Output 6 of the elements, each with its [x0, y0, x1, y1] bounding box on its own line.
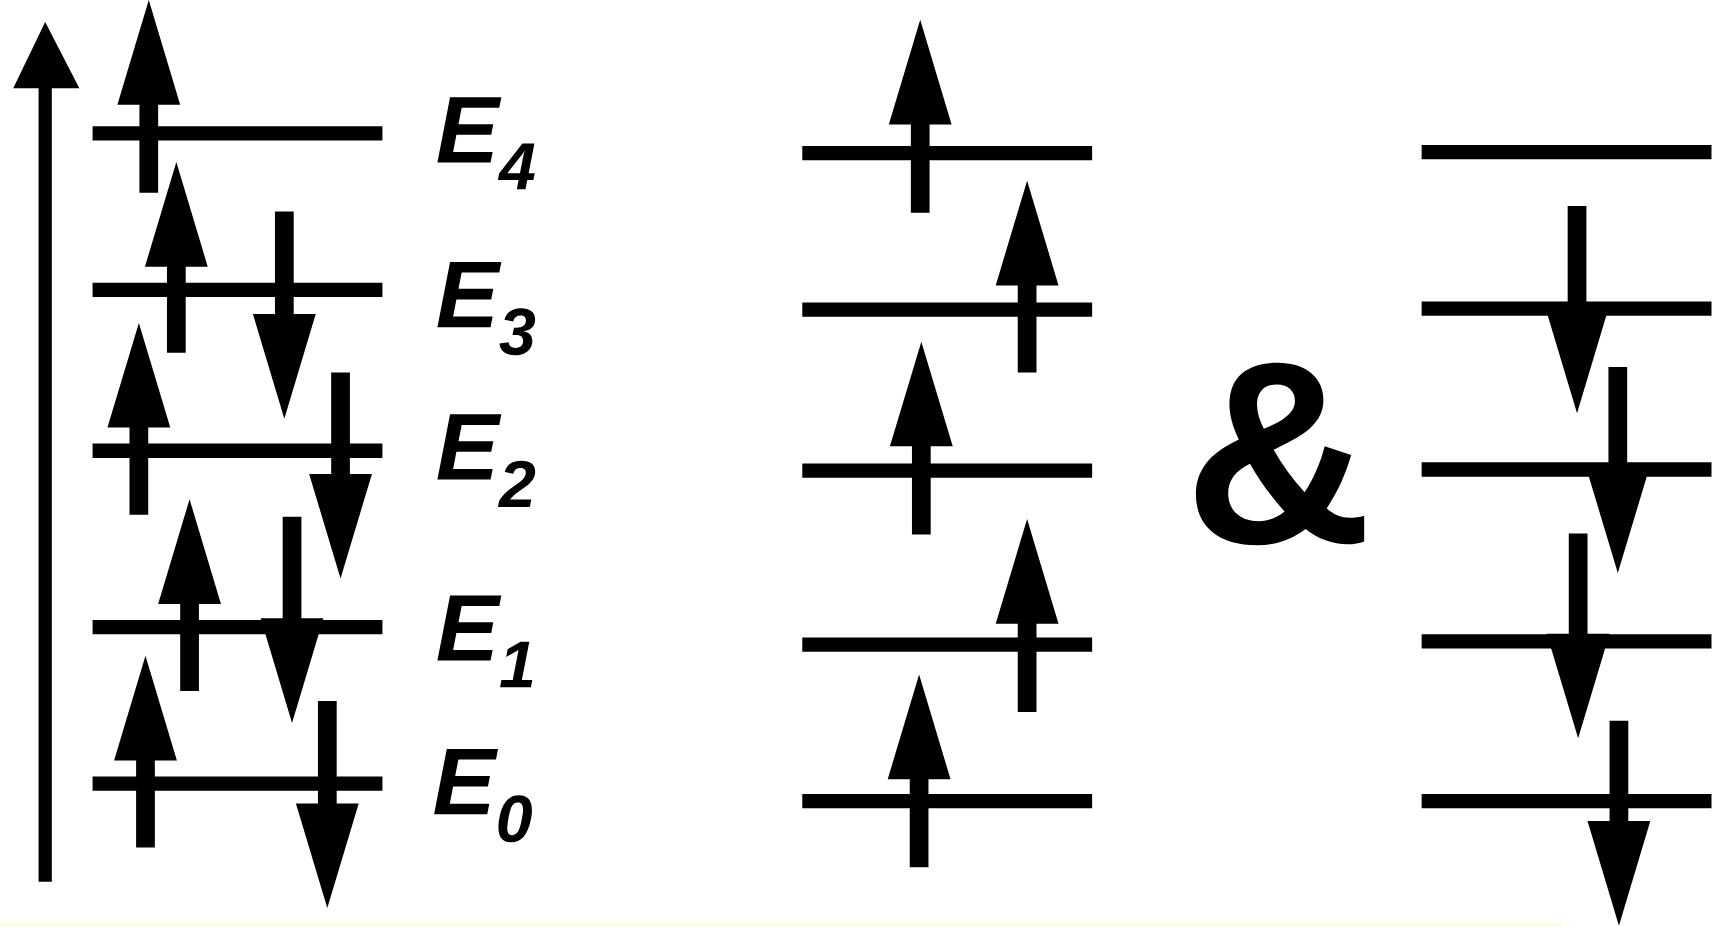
energy-label: E$_{0}$ [434, 749, 532, 843]
energy-label: E$_{3}$ [437, 262, 536, 356]
energy-label: E$_{2}$ [437, 414, 536, 508]
energy-label: E$_{4}$ [437, 97, 535, 190]
ampersand: & [1195, 362, 1365, 546]
energy-label: E$_{1}$ [437, 595, 533, 688]
